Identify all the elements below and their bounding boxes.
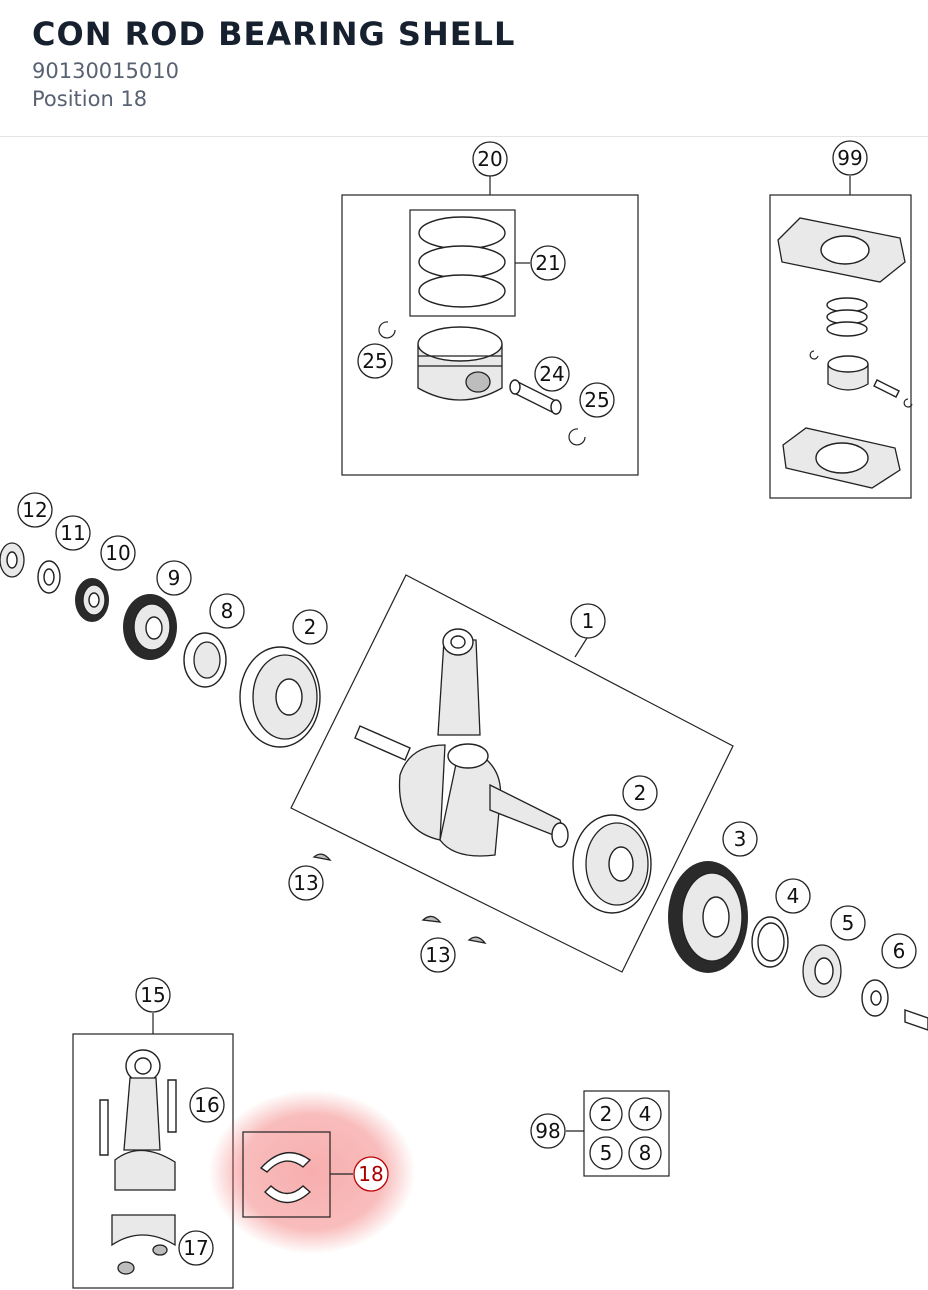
nut-12[interactable] — [0, 542, 25, 578]
circlip-left — [378, 321, 396, 339]
callout-18[interactable]: 18 — [353, 1156, 389, 1192]
bearing-shell-lower — [263, 1185, 312, 1204]
svg-text:4: 4 — [639, 1102, 652, 1126]
bearing-2-right[interactable] — [572, 814, 652, 914]
callout-2-left[interactable]: 2 — [292, 609, 328, 645]
callout-1[interactable]: 1 — [570, 603, 606, 639]
callout-10[interactable]: 10 — [100, 535, 136, 571]
svg-text:8: 8 — [639, 1141, 652, 1165]
gasket-kit-group[interactable] — [769, 176, 913, 499]
callout-5[interactable]: 5 — [830, 905, 866, 941]
gear-10[interactable] — [75, 578, 109, 622]
gear-3[interactable] — [668, 861, 748, 973]
callout-2-right[interactable]: 2 — [622, 775, 658, 811]
ring-4[interactable] — [751, 916, 789, 968]
washer-6[interactable] — [861, 979, 889, 1017]
circlip-right — [568, 428, 586, 446]
svg-text:8: 8 — [221, 599, 234, 623]
svg-text:98: 98 — [535, 1119, 560, 1143]
callout-8[interactable]: 8 — [209, 593, 245, 629]
connecting-rod — [437, 628, 481, 736]
callout-20[interactable]: 20 — [472, 141, 508, 177]
shaft-end — [904, 1009, 928, 1031]
svg-text:2: 2 — [600, 1102, 613, 1126]
svg-text:5: 5 — [600, 1141, 613, 1165]
gear-9[interactable] — [123, 594, 177, 660]
svg-text:9: 9 — [168, 566, 181, 590]
kit-callout-4[interactable]: 4 — [628, 1097, 662, 1131]
con-rod-assembly — [99, 1049, 177, 1275]
svg-text:3: 3 — [734, 827, 747, 851]
kit-98-group[interactable] — [566, 1090, 670, 1177]
svg-text:99: 99 — [837, 146, 862, 170]
washer-11[interactable] — [37, 560, 61, 594]
callout-11[interactable]: 11 — [55, 515, 91, 551]
callout-9[interactable]: 9 — [156, 560, 192, 596]
callout-12[interactable]: 12 — [17, 492, 53, 528]
piston-pin — [509, 379, 562, 415]
svg-text:6: 6 — [893, 939, 906, 963]
callout-6[interactable]: 6 — [881, 933, 917, 969]
svg-text:18: 18 — [358, 1162, 383, 1186]
svg-text:16: 16 — [194, 1093, 219, 1117]
callout-98[interactable]: 98 — [530, 1113, 566, 1149]
svg-text:12: 12 — [22, 498, 47, 522]
svg-text:11: 11 — [60, 521, 85, 545]
part-number: 90130015010 — [32, 59, 179, 83]
con-rod-group[interactable] — [72, 1013, 234, 1289]
callout-13-right[interactable]: 13 — [420, 937, 456, 973]
svg-text:4: 4 — [787, 884, 800, 908]
svg-text:25: 25 — [362, 349, 387, 373]
page-header: CON ROD BEARING SHELL 90130015010 Positi… — [0, 0, 928, 137]
woodruff-keys-13[interactable] — [312, 853, 487, 944]
callout-24[interactable]: 24 — [534, 356, 570, 392]
crank-webs — [354, 725, 569, 857]
callout-21[interactable]: 21 — [530, 245, 566, 281]
bearing-shell-upper — [259, 1151, 312, 1173]
kit-callout-8[interactable]: 8 — [628, 1136, 662, 1170]
nut-5[interactable] — [802, 944, 842, 998]
callout-3[interactable]: 3 — [722, 821, 758, 857]
callout-99[interactable]: 99 — [832, 140, 868, 176]
piston — [417, 326, 503, 401]
callout-25-right[interactable]: 25 — [579, 382, 615, 418]
svg-text:13: 13 — [293, 871, 318, 895]
callout-16[interactable]: 16 — [189, 1087, 225, 1123]
kit-callout-5[interactable]: 5 — [589, 1136, 623, 1170]
svg-text:21: 21 — [535, 251, 560, 275]
bearing-2-left[interactable] — [239, 646, 321, 748]
svg-text:10: 10 — [105, 541, 130, 565]
svg-text:2: 2 — [304, 615, 317, 639]
svg-text:25: 25 — [584, 388, 609, 412]
callout-17[interactable]: 17 — [178, 1230, 214, 1266]
callout-15[interactable]: 15 — [135, 977, 171, 1013]
piston-kit-group[interactable] — [341, 176, 639, 476]
callout-25-left[interactable]: 25 — [357, 343, 393, 379]
bearing-shell-group[interactable] — [242, 1131, 353, 1218]
crankshaft-group[interactable] — [290, 574, 734, 973]
svg-text:2: 2 — [634, 781, 647, 805]
page-title: CON ROD BEARING SHELL — [32, 15, 516, 53]
seal-8[interactable] — [183, 632, 227, 688]
piston-rings — [418, 216, 506, 308]
highlight-glow — [209, 1090, 415, 1254]
svg-text:1: 1 — [582, 609, 595, 633]
position-label: Position 18 — [32, 87, 148, 111]
callout-13-left[interactable]: 13 — [288, 865, 324, 901]
svg-text:15: 15 — [140, 983, 165, 1007]
callout-4[interactable]: 4 — [775, 878, 811, 914]
svg-text:24: 24 — [539, 362, 564, 386]
svg-text:17: 17 — [183, 1236, 208, 1260]
svg-text:5: 5 — [842, 911, 855, 935]
svg-text:13: 13 — [425, 943, 450, 967]
svg-text:20: 20 — [477, 147, 502, 171]
kit-callout-2[interactable]: 2 — [589, 1097, 623, 1131]
